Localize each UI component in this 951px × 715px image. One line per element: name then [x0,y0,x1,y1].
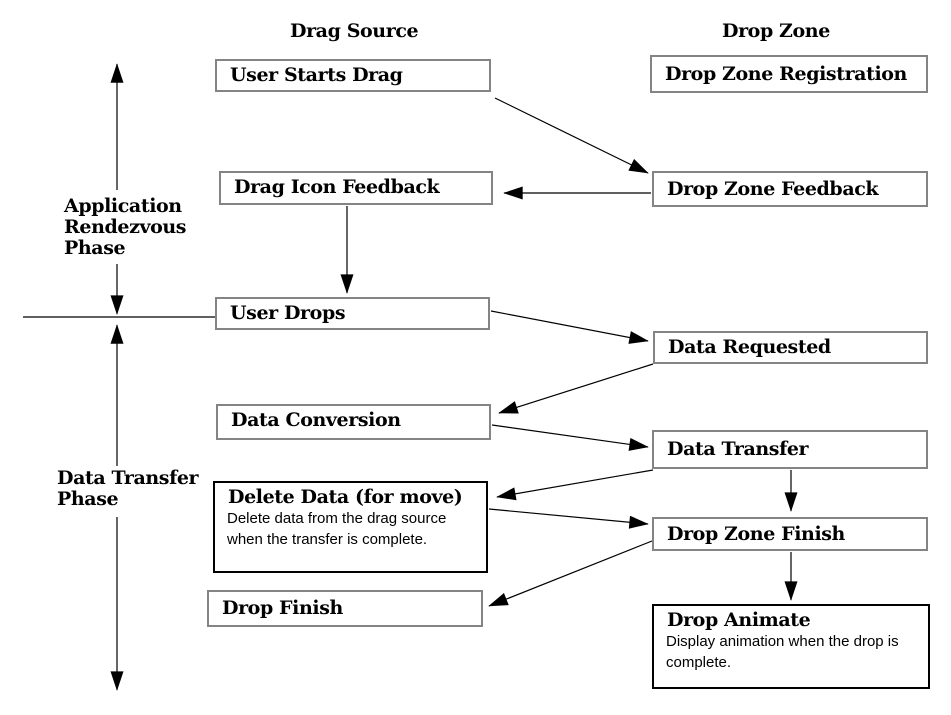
node-drag-icon-feedback: Drag Icon Feedback [219,171,493,205]
node-title: Delete Data (for move) [228,486,463,508]
arrow-user-drops-to-data-requested [490,310,649,344]
column-header-drop-zone: Drop Zone [722,20,830,42]
node-title: Data Requested [668,336,831,358]
node-title: Drop Zone Finish [667,523,845,545]
node-data-transfer: Data Transfer [652,430,928,469]
column-header-drag-source: Drag Source [290,20,419,42]
node-delete-data: Delete Data (for move) Delete data from … [213,481,488,573]
node-drop-zone-feedback: Drop Zone Feedback [652,171,928,207]
phase-label-data-transfer: Data Transfer Phase [57,468,205,510]
arrow-data-conversion-to-data-transfer [491,424,649,451]
node-user-starts-drag: User Starts Drag [215,59,491,92]
node-title: Data Conversion [231,409,401,431]
node-title: Drop Finish [222,597,343,619]
arrow-drop-zone-finish-to-drop-finish [488,540,653,607]
node-title: Data Transfer [667,438,809,460]
arrow-data-requested-to-data-conversion [498,363,654,414]
arrow-delete-data-to-drop-zone-finish [488,508,649,529]
arrow-data-transfer-to-delete-data [496,469,654,501]
phase-label-application-rendezvous: Application Rendezvous Phase [64,195,188,259]
node-title: User Starts Drag [230,64,403,86]
node-title: Drop Zone Feedback [667,178,879,200]
node-drop-zone-finish: Drop Zone Finish [652,517,928,551]
node-title: Drop Zone Registration [665,63,907,85]
node-drop-animate: Drop Animate Display animation when the … [652,604,930,689]
node-drop-finish: Drop Finish [207,590,483,627]
node-description: Delete data from the drag source when th… [227,510,447,548]
node-description: Display animation when the drop is compl… [666,633,899,671]
node-user-drops: User Drops [215,297,490,330]
node-drop-zone-registration: Drop Zone Registration [650,55,928,93]
node-title: Drop Animate [667,609,811,631]
arrow-user-starts-drag-to-drop-zone-feedback [494,97,649,174]
node-title: Drag Icon Feedback [234,176,440,198]
node-data-requested: Data Requested [653,331,928,364]
node-data-conversion: Data Conversion [216,404,491,440]
node-title: User Drops [230,302,346,324]
